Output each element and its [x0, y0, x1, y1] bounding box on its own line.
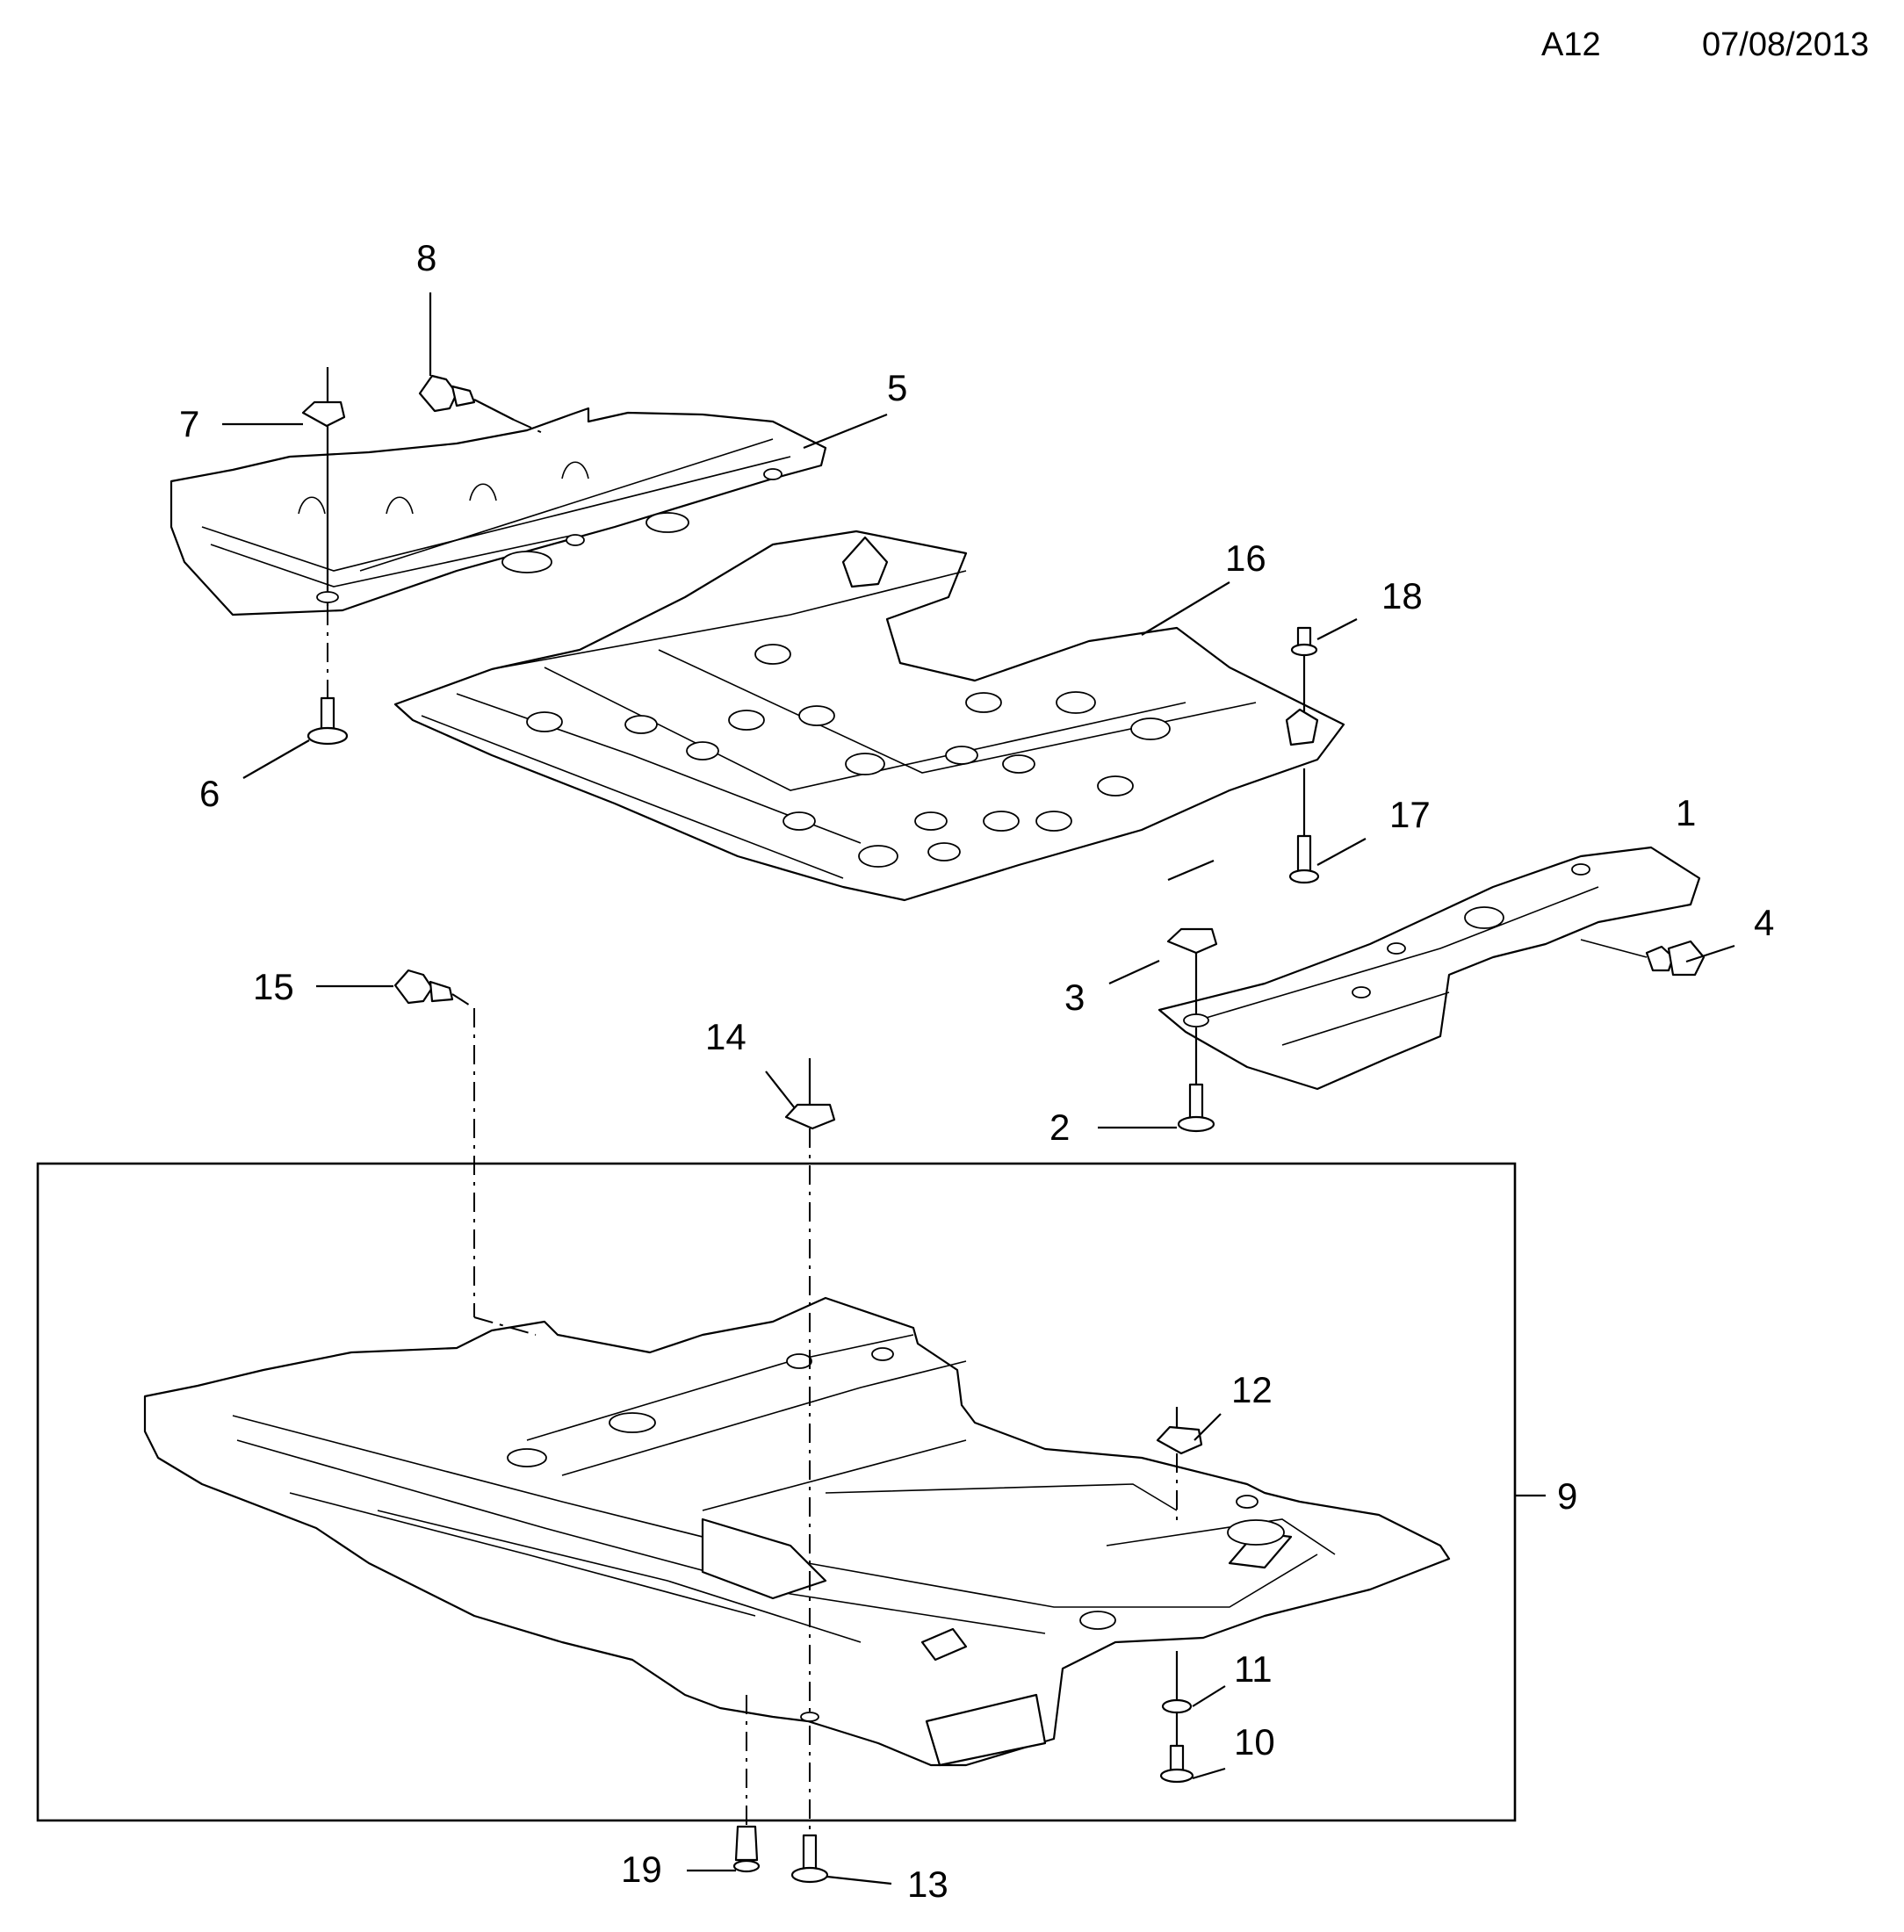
callout-3: 3 [1064, 977, 1085, 1018]
callout-8: 8 [416, 237, 436, 278]
callout-17: 17 [1389, 794, 1431, 835]
callout-14: 14 [705, 1016, 746, 1057]
callout-10: 10 [1234, 1721, 1275, 1763]
callout-7: 7 [179, 403, 199, 444]
part-8-push-clip [418, 374, 545, 435]
part-14-clip [784, 1058, 836, 1722]
part-18-bolt [1290, 626, 1318, 711]
leader-1 [1167, 859, 1215, 882]
leader-4 [1685, 944, 1735, 963]
leader-11 [1192, 1685, 1226, 1707]
part-12-clip [1156, 1407, 1203, 1524]
part-3-clip [1166, 927, 1218, 1027]
callout-numbers: 1 2 3 4 5 6 7 8 9 10 11 12 13 14 15 16 1… [179, 237, 1774, 1905]
part-10-screw [1159, 1712, 1194, 1784]
page-code: A12 [1541, 26, 1601, 63]
leader-16 [1141, 581, 1230, 636]
leader-5 [803, 413, 888, 450]
part-17-bolt [1288, 768, 1320, 884]
callout-18: 18 [1381, 575, 1423, 616]
callout-6: 6 [199, 773, 220, 814]
callout-4: 4 [1754, 902, 1774, 943]
callout-1: 1 [1676, 792, 1696, 833]
leader-17 [1316, 838, 1367, 866]
part-9-shield [143, 1296, 1451, 1767]
part-1-shield [1158, 846, 1701, 1091]
callout-11: 11 [1234, 1648, 1273, 1690]
part-13-screw [790, 1726, 829, 1884]
callout-9: 9 [1557, 1475, 1577, 1517]
page-date: 07/08/2013 [1702, 26, 1870, 63]
part-2-screw [1177, 1027, 1215, 1133]
leader-6 [242, 739, 310, 779]
callout-15: 15 [253, 966, 294, 1007]
callout-2: 2 [1049, 1107, 1070, 1148]
part-9-assembly-frame [36, 1162, 1517, 1822]
leader-lines [222, 292, 1735, 1885]
leader-14 [765, 1071, 796, 1109]
callout-19: 19 [621, 1849, 662, 1890]
part-15-push-clip [393, 969, 537, 1336]
part-6-screw [307, 606, 349, 746]
part-7-clip [301, 367, 346, 606]
part-11-washer [1161, 1651, 1193, 1714]
leader-12 [1194, 1413, 1222, 1441]
part-5-shield [169, 407, 827, 616]
part-16-floor-panel [393, 530, 1345, 902]
callout-12: 12 [1231, 1369, 1273, 1410]
leader-13 [826, 1875, 892, 1885]
callout-5: 5 [887, 367, 907, 408]
callout-13: 13 [907, 1864, 948, 1905]
leader-3 [1108, 959, 1160, 985]
callout-16: 16 [1225, 537, 1266, 579]
part-19-push-rivet [732, 1695, 761, 1873]
leader-18 [1316, 618, 1358, 640]
leader-10 [1192, 1767, 1226, 1780]
part-4-push-pin [1580, 939, 1706, 977]
